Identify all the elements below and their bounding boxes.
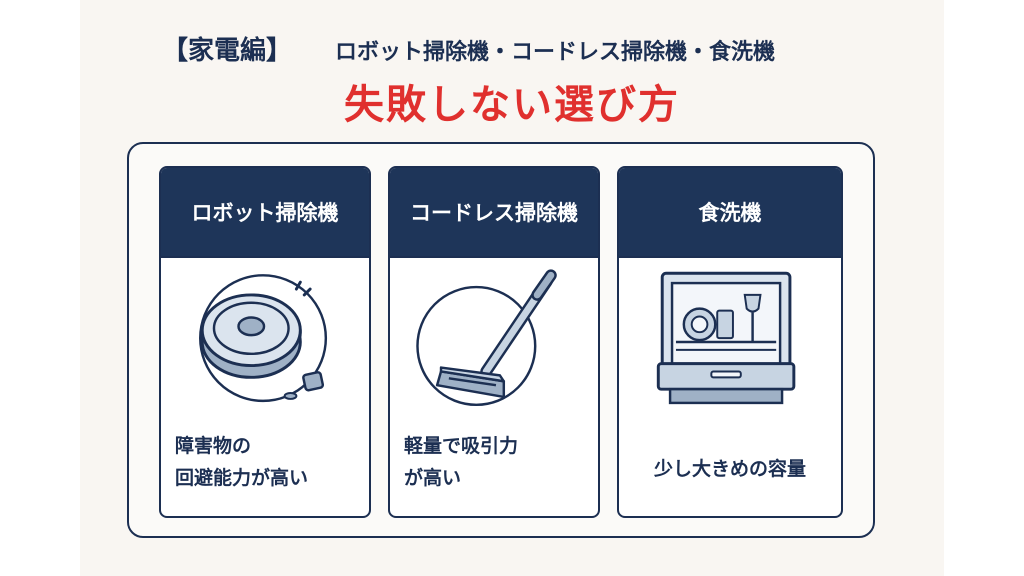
card-dishwasher: 食洗機 少し大きめの容量 (617, 166, 843, 518)
card-cordless-vacuum: コードレス掃除機 軽量で吸引力 が高い (388, 166, 600, 518)
card-robot-vacuum: ロボット掃除機 障害物の 回避能力が高い (159, 166, 371, 518)
robot-vacuum-icon (199, 274, 328, 403)
card-text-line: が高い (404, 467, 462, 489)
category-label: 【家電編】 (162, 36, 293, 66)
card-text-line: 障害物の (175, 435, 252, 457)
card-title: コードレス掃除機 (390, 168, 598, 258)
dishwasher-icon (656, 271, 796, 405)
card-text-line: 回避能力が高い (175, 467, 309, 489)
subtitle: ロボット掃除機・コードレス掃除機・食洗機 (335, 40, 776, 65)
headline: 失敗しない選び方 (344, 82, 680, 128)
cordless-vacuum-icon (416, 269, 557, 407)
card-text-line: 少し大きめの容量 (653, 458, 806, 480)
card-text-line: 軽量で吸引力 (404, 435, 519, 457)
card-title: 食洗機 (619, 168, 841, 258)
card-title: ロボット掃除機 (161, 168, 369, 258)
